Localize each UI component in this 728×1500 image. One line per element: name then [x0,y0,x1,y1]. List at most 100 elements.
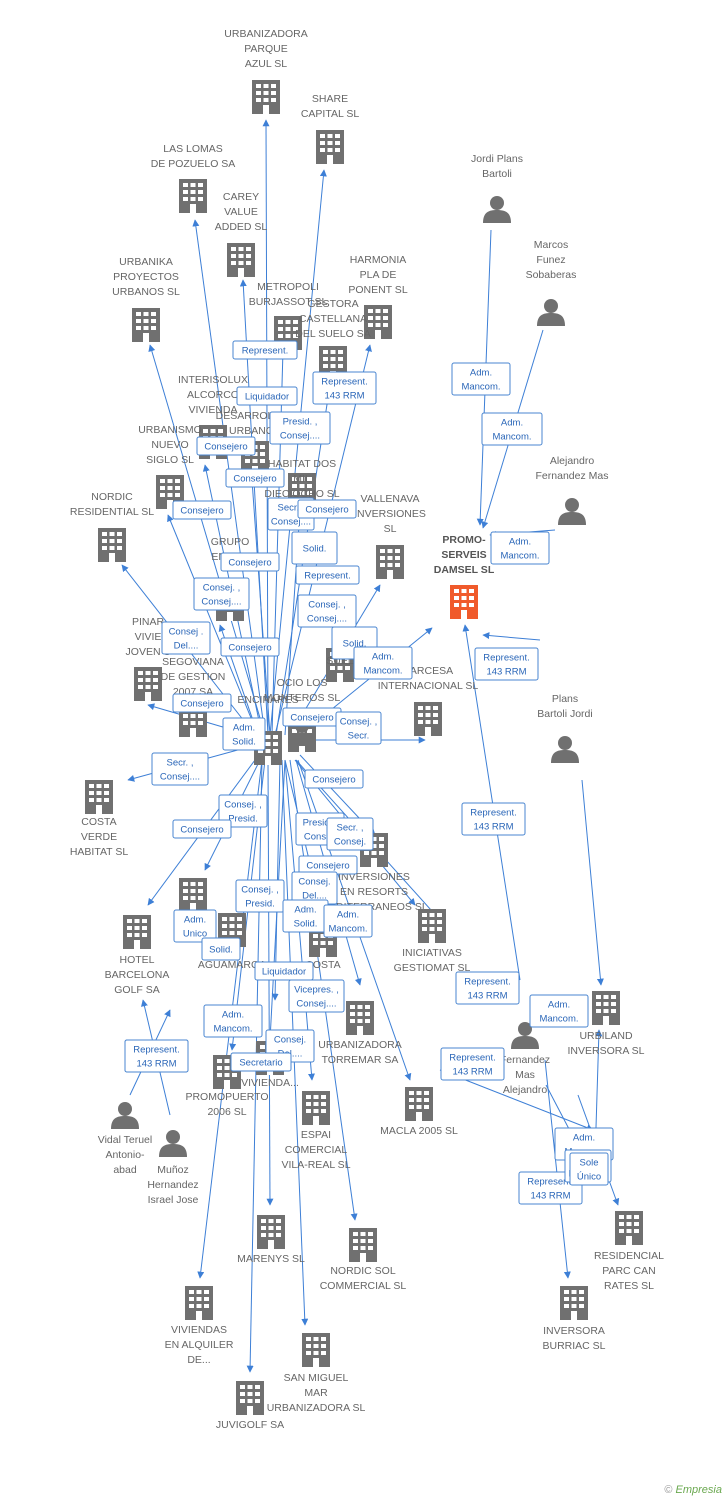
relation-label[interactable]: Consej. ,Presid. [218,794,268,828]
relation-label[interactable]: Consejero [172,693,232,713]
relation-label[interactable]: Adm.Unico [173,909,217,943]
relation-label[interactable]: Liquidador [236,386,298,406]
relation-label[interactable]: Consejero [196,436,256,456]
relation-label[interactable]: Consejero [220,552,280,572]
relation-box [291,531,338,565]
relation-label[interactable]: Consejero [298,855,358,875]
relation-label[interactable]: Adm.Solid. [282,899,329,933]
relation-label[interactable]: Vicepres. ,Consej.... [288,979,345,1013]
relation-label[interactable]: Adm.Mancom. [353,646,413,680]
node-costa[interactable]: COSTA [305,923,341,971]
relation-label[interactable]: Consej. ,Consej.... [193,577,250,611]
relation-label[interactable]: Adm.Mancom. [451,362,511,396]
node-juvigolf[interactable]: JUVIGOLF SA [216,1381,284,1431]
node-marenys[interactable]: MARENYS SL [237,1215,305,1265]
relation-label[interactable]: Adm.Mancom. [203,1004,263,1038]
relation-label[interactable]: Represent. [295,565,360,585]
relation-label[interactable]: Secr. ,Consej. [326,817,374,851]
relation-label[interactable]: Solid. [291,531,338,565]
relation-label[interactable]: Consej.Del.... [291,871,338,905]
relation-label[interactable]: Adm.Solid. [222,717,266,751]
node-encinares[interactable]: ENCINARES [237,694,299,765]
edge-line [248,479,271,736]
relation-label[interactable]: Represent.143 RRM [461,802,526,836]
relation-label[interactable]: Secr. ,Consej.... [151,752,209,786]
relation-label[interactable]: Adm.Mancom. [481,412,543,446]
relation-label[interactable]: Represent.143 RRM [440,1047,505,1081]
relation-label[interactable]: Adm.Mancom. [529,994,589,1028]
node-aguamarga[interactable]: AGUAMARGA [198,913,266,971]
relation-label[interactable]: Consejero [297,499,357,519]
relation-label[interactable]: Adm.Mancom. [323,904,373,938]
relation-label[interactable]: Solid. [201,937,241,961]
relation-label[interactable]: Consej. ,Presid. [235,879,285,913]
relation-label[interactable]: Consej .Del.... [161,621,211,655]
relation-label[interactable]: Consej. ,Consej.... [297,594,357,628]
relation-label[interactable]: Represent.143 RRM [124,1039,189,1073]
relation-label[interactable]: Represent.143 RRM [474,647,539,681]
relation-label[interactable]: Adm.Mancom. [490,531,550,565]
relation-label[interactable]: Consejero [172,819,232,839]
node-vivienda[interactable]: VIVIENDA... [241,1041,299,1089]
relation-text: Adm.Mancom. [461,368,500,393]
relation-box [203,1004,263,1038]
footer-brand[interactable]: ©Empresia [664,1484,722,1496]
relation-label[interactable]: Consej. ,Secr. [335,711,382,745]
relation-label[interactable]: Represent.143 RRM [312,371,377,405]
relation-label[interactable]: Represent. [232,340,298,360]
relation-label[interactable]: Consejero [172,500,232,520]
relation-label[interactable]: Presid. ,Consej.... [269,411,331,445]
relation-label[interactable]: Consejero [282,707,342,727]
relation-label[interactable]: Consejero [225,468,285,488]
relation-label[interactable]: Liquidador [254,961,314,981]
node-macla[interactable]: MACLA 2005 SL [380,1087,458,1137]
relation-label[interactable]: Represent.143 RRM [455,971,520,1005]
relation-label[interactable]: Consejero [220,637,280,657]
building-icon [257,1215,285,1249]
relation-label[interactable]: Consejero [304,769,364,789]
relation-label[interactable]: Secretario [230,1052,292,1072]
relation-text: Consejero [180,699,223,710]
